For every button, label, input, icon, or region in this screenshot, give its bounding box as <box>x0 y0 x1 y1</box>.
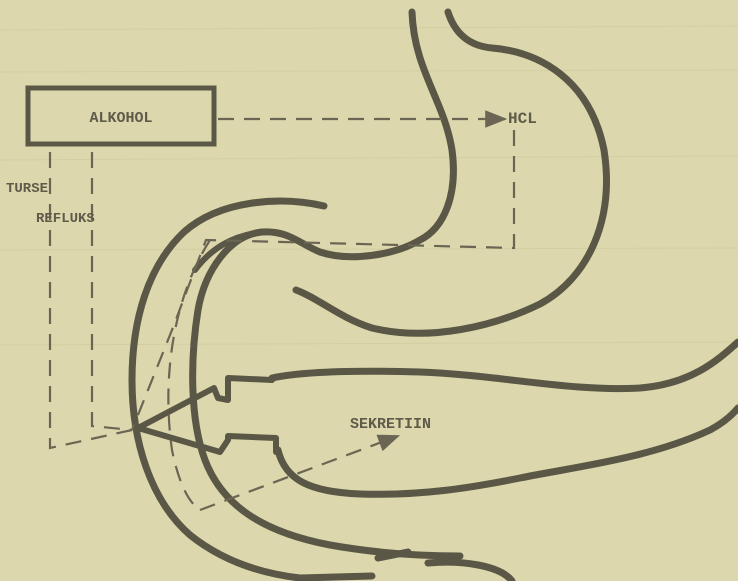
paper-texture <box>0 26 738 345</box>
turse-line <box>50 152 132 448</box>
stomach-inner-wall <box>193 12 460 556</box>
sekretiin-label: SEKRETIIN <box>350 416 431 433</box>
stomach-outline <box>132 12 738 581</box>
intestine-upper-wall <box>272 342 738 389</box>
dashed-pathways <box>50 119 514 510</box>
refluks-line <box>92 152 132 430</box>
turse-label: TURSE <box>6 181 48 197</box>
hcl-label: HCL <box>508 110 537 128</box>
intestine-lower-wall <box>278 408 738 494</box>
to-sekretiin-line <box>200 436 398 510</box>
refluks-label: REFLUKS <box>36 211 95 227</box>
secretion-arrow <box>138 378 276 452</box>
alkohol-label: ALKOHOL <box>89 110 152 127</box>
duodenum-bottom-wall <box>300 562 512 581</box>
